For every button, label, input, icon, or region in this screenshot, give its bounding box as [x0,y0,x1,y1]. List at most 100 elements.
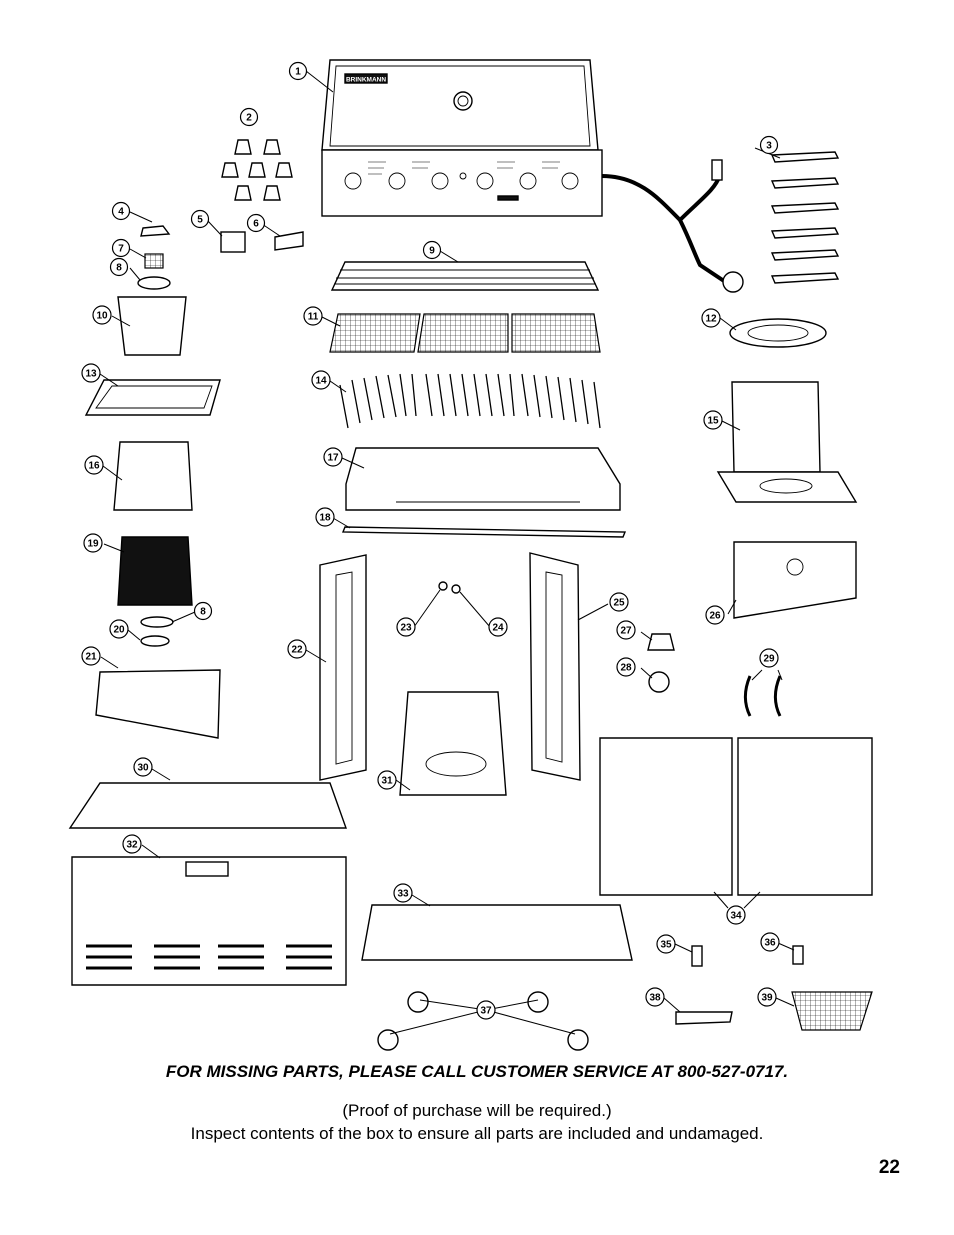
heat-tents-part [339,373,601,429]
svg-text:32: 32 [126,840,138,851]
callout-8b: 8 [193,601,213,621]
svg-text:18: 18 [319,513,331,524]
callout-24: 24 [488,617,508,637]
callout-22: 22 [287,639,307,659]
callout-38: 38 [645,987,665,1007]
callout-31: 31 [377,770,397,790]
control-knobs-part [221,139,293,201]
svg-text:34: 34 [730,911,742,922]
callout-20: 20 [109,619,129,639]
callout-9: 9 [422,240,442,260]
callout-6: 6 [246,213,266,233]
left-leg-frame-part [319,554,367,781]
side-panel-part [95,669,221,739]
svg-text:17: 17 [327,453,339,464]
inspect-contents-note: Inspect contents of the box to ensure al… [190,1124,764,1143]
tank-holder-part [399,691,507,796]
callout-30: 30 [133,757,153,777]
svg-text:9: 9 [429,246,435,257]
svg-text:26: 26 [709,611,721,622]
callout-4: 4 [111,201,131,221]
callout-13: 13 [81,363,101,383]
heat-shield-rod-part [341,526,627,538]
svg-text:28: 28 [620,663,632,674]
bolt-part [438,581,448,591]
svg-text:38: 38 [649,993,661,1004]
svg-text:31: 31 [381,776,393,787]
side-burner-unit-part [716,381,858,503]
callout-19: 19 [83,533,103,553]
callout-23: 23 [396,617,416,637]
knob-bezel-part [648,671,670,693]
bracket-part [274,231,304,251]
svg-text:3: 3 [766,141,772,152]
leader-lines [99,70,795,1035]
callout-25: 25 [609,592,629,612]
callout-28: 28 [616,657,636,677]
page-number: 22 [878,1157,900,1178]
callout-34: 34 [726,905,746,925]
svg-text:36: 36 [764,938,776,949]
svg-text:24: 24 [492,623,504,634]
svg-text:30: 30 [137,763,149,774]
callout-12: 12 [701,308,721,328]
side-burner-knob-part [647,633,675,651]
callout-35: 35 [656,934,676,954]
callout-21: 21 [81,646,101,666]
svg-text:19: 19 [87,539,99,550]
callout-29: 29 [759,648,779,668]
door-magnet-part [792,945,804,965]
svg-text:6: 6 [253,219,259,230]
callout-26: 26 [705,605,725,625]
cooking-grates-part [329,313,601,353]
callout-33: 33 [393,883,413,903]
svg-text:13: 13 [85,369,97,380]
basket-rack-part [791,991,873,1031]
callout-16: 16 [84,455,104,475]
callout-3: 3 [759,135,779,155]
svg-text:11: 11 [308,312,319,323]
brand-plate: BRINKMANN [346,77,386,84]
back-panel-part [71,856,347,986]
grill-head-part: BRINKMANN [321,59,603,217]
svg-text:25: 25 [613,598,625,609]
handles-part [744,675,782,717]
callout-1: 1 [288,61,308,81]
svg-text:5: 5 [197,215,203,226]
callout-27: 27 [616,620,636,640]
callout-10: 10 [92,305,112,325]
svg-text:20: 20 [113,625,125,636]
svg-text:16: 16 [88,461,100,472]
callout-39: 39 [757,987,777,1007]
callout-7: 7 [111,238,131,258]
svg-text:8: 8 [200,607,206,618]
burners-part [770,151,840,284]
bottom-shelf-part [68,782,347,829]
svg-text:22: 22 [291,645,303,656]
svg-text:12: 12 [705,314,717,325]
ignitor-box-part [220,231,246,253]
callout-14: 14 [311,370,331,390]
svg-text:4: 4 [118,207,124,218]
callout-32: 32 [122,834,142,854]
side-shelf-frame-part [84,379,221,416]
svg-text:1: 1 [295,67,301,78]
callout-2: 2 [239,107,259,127]
svg-text:37: 37 [480,1006,492,1017]
right-leg-frame-part [529,552,581,781]
side-pan-part [117,296,187,356]
side-burner-grate-part [729,318,827,348]
missing-parts-notice: FOR MISSING PARTS, PLEASE CALL CUSTOMER … [165,1062,789,1081]
control-panel-label-part [733,541,857,619]
svg-text:33: 33 [397,889,409,900]
svg-text:21: 21 [85,652,97,663]
gasket-ring-part [137,276,171,290]
svg-text:15: 15 [707,416,719,427]
rail-bracket-part [675,1011,733,1025]
door-hinge-part [691,945,703,967]
regulator-hose-part [601,159,744,293]
grease-bin-part [117,536,193,606]
svg-text:35: 35 [660,940,672,951]
svg-text:39: 39 [761,993,773,1004]
bin-ring-part [140,635,170,647]
